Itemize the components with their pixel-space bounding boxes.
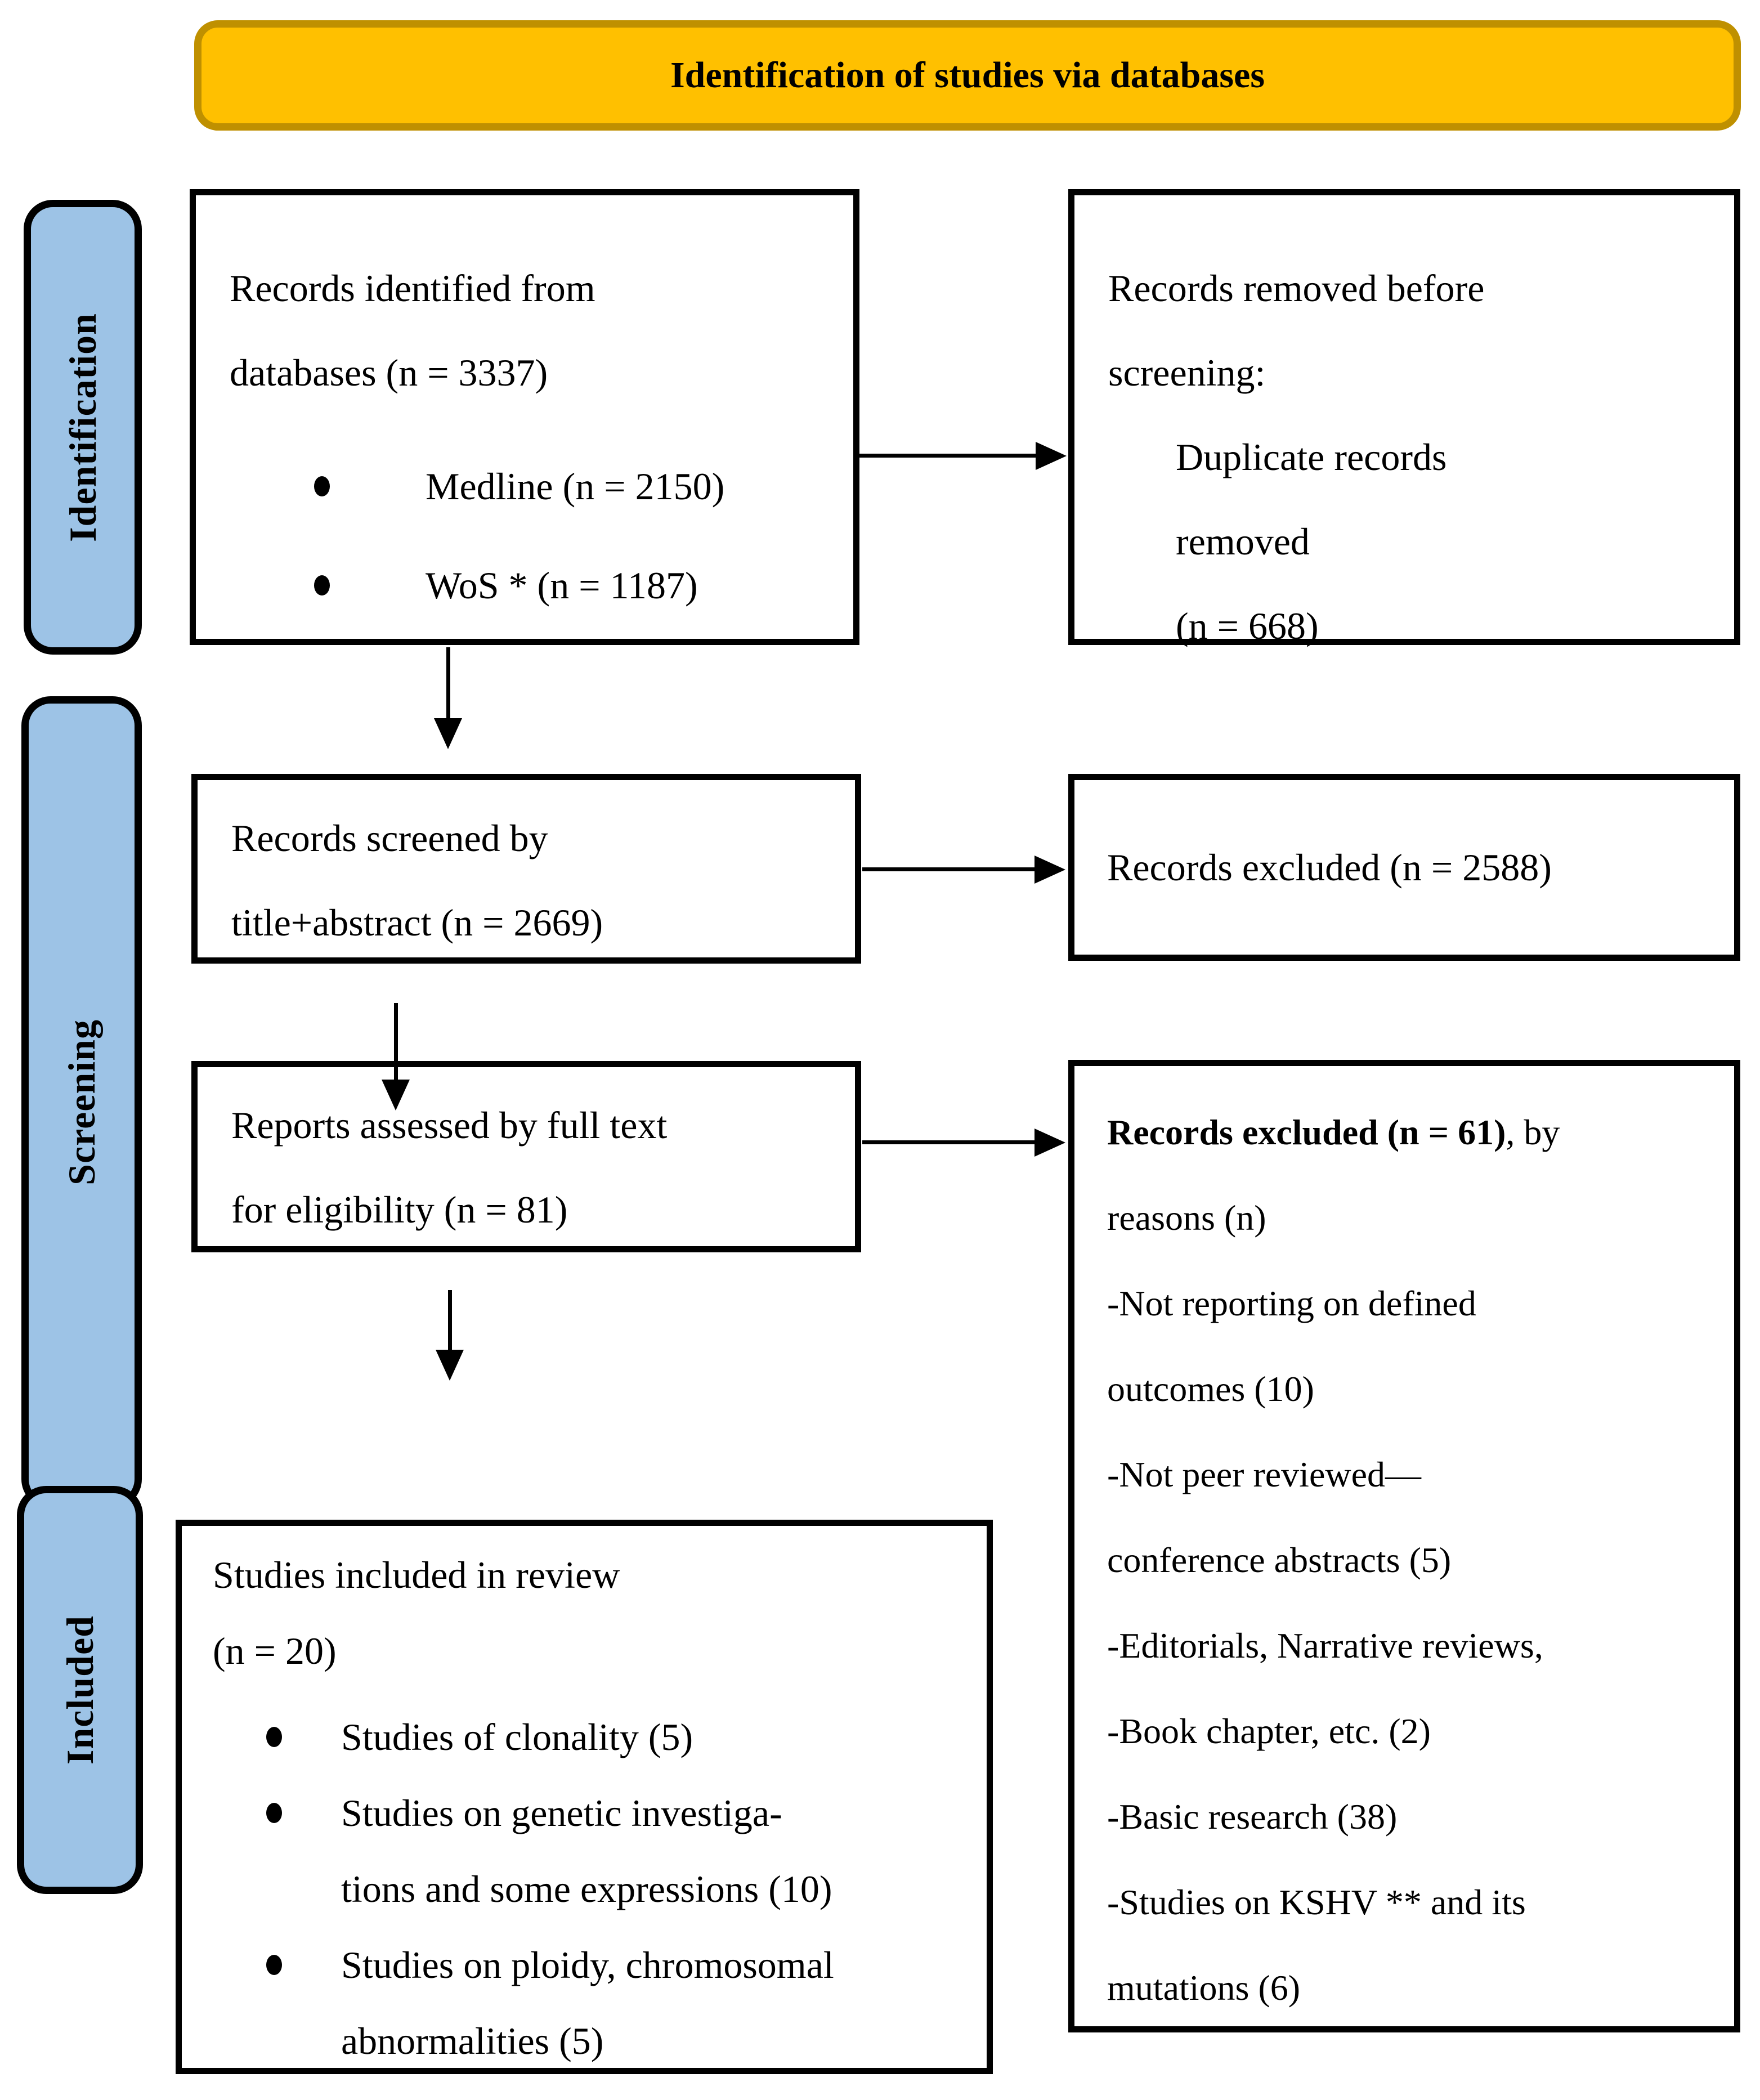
- box-reports-assessed: Reports assessed by full text for eligib…: [191, 1061, 861, 1252]
- stage-label-identification: Identification: [24, 200, 142, 655]
- arrow-right-icon: [1034, 856, 1065, 884]
- bullet-text: Medline (n = 2150): [426, 465, 725, 508]
- box-records-screened: Records screened by title+abstract (n = …: [191, 774, 861, 964]
- box-records-excluded: Records excluded (n = 2588): [1068, 774, 1740, 961]
- reasons-heading-rest: , by reasons (n): [1107, 1112, 1560, 1238]
- arrow-identified-to-removed-line: [859, 454, 1038, 458]
- bullet-dot: [314, 575, 330, 595]
- stage-label-text: Included: [58, 1615, 101, 1765]
- studies-included-list: Studies of clonality (5) Studies on gene…: [213, 1699, 970, 2079]
- reason-item: -Editorials, Narrative reviews,: [1107, 1626, 1543, 1665]
- arrow-identified-to-screened-line: [446, 647, 450, 720]
- records-screened-text: Records screened by title+abstract (n = …: [231, 817, 603, 944]
- records-removed-text: Records removed before screening:: [1108, 267, 1485, 394]
- bullet-text: Studies of clonality (5): [341, 1716, 693, 1758]
- list-item: Studies of clonality (5): [266, 1699, 970, 1775]
- stage-label-text: Screening: [60, 1019, 103, 1185]
- reasons-heading: Records excluded (n = 61), by reasons (n…: [1107, 1090, 1718, 1261]
- box-studies-included: Studies included in review (n = 20) Stud…: [176, 1520, 993, 2074]
- bullet-text: WoS * (n = 1187): [426, 564, 698, 607]
- records-excluded-text: Records excluded (n = 2588): [1107, 846, 1552, 889]
- box-records-identified: Records identified from databases (n = 3…: [190, 189, 859, 645]
- studies-included-text: Studies included in review (n = 20): [213, 1553, 620, 1672]
- arrow-right-icon: [1036, 442, 1067, 470]
- list-item: Studies on ploidy, chromosomal abnormali…: [266, 1927, 970, 2079]
- bullet-text: Studies on genetic investiga- tions and …: [341, 1792, 832, 1910]
- reason-item: -Studies on KSHV ** and its mutations (6…: [1107, 1882, 1526, 2008]
- records-removed-subtext: Duplicate records removed (n = 668): [1176, 436, 1447, 647]
- list-item: Studies on genetic investiga- tions and …: [266, 1775, 970, 1927]
- records-identified-list: Medline (n = 2150) WoS * (n = 1187): [230, 444, 831, 628]
- box-records-excluded-reasons: Records excluded (n = 61), by reasons (n…: [1068, 1060, 1740, 2032]
- arrow-down-icon: [434, 718, 462, 749]
- bullet-dot: [266, 1727, 282, 1747]
- arrow-right-icon: [1034, 1129, 1065, 1157]
- reason-item: -Basic research (38): [1107, 1797, 1398, 1837]
- box-records-removed: Records removed before screening: Duplic…: [1068, 189, 1740, 647]
- bullet-dot: [314, 476, 330, 496]
- bullet-dot: [266, 1803, 282, 1823]
- arrow-assessed-to-reasons-line: [862, 1140, 1037, 1144]
- stage-label-included: Included: [17, 1486, 143, 1894]
- arrow-down-icon: [436, 1350, 464, 1381]
- reasons-heading-bold: Records excluded (n = 61): [1107, 1112, 1506, 1152]
- bullet-text: Studies on ploidy, chromosomal abnormali…: [341, 1944, 834, 2062]
- reason-item: -Book chapter, etc. (2): [1107, 1711, 1431, 1751]
- list-item: Medline (n = 2150): [314, 444, 831, 529]
- arrow-assessed-to-included-line: [448, 1290, 452, 1352]
- bullet-dot: [266, 1955, 282, 1975]
- arrow-screened-to-excluded-line: [862, 867, 1037, 871]
- list-item: WoS * (n = 1187): [314, 543, 831, 628]
- records-identified-text: Records identified from databases (n = 3…: [230, 267, 595, 394]
- reports-assessed-text: Reports assessed by full text for eligib…: [231, 1104, 668, 1231]
- reason-item: -Not peer reviewed— conference abstracts…: [1107, 1454, 1452, 1580]
- arrow-screened-to-assessed-line: [394, 1003, 398, 1082]
- title-banner: Identification of studies via databases: [194, 20, 1741, 131]
- reason-item: -Not reporting on defined outcomes (10): [1107, 1283, 1476, 1409]
- arrow-down-icon: [382, 1080, 410, 1111]
- stage-label-screening: Screening: [21, 696, 142, 1508]
- title-banner-text: Identification of studies via databases: [670, 55, 1265, 96]
- stage-label-text: Identification: [61, 312, 104, 542]
